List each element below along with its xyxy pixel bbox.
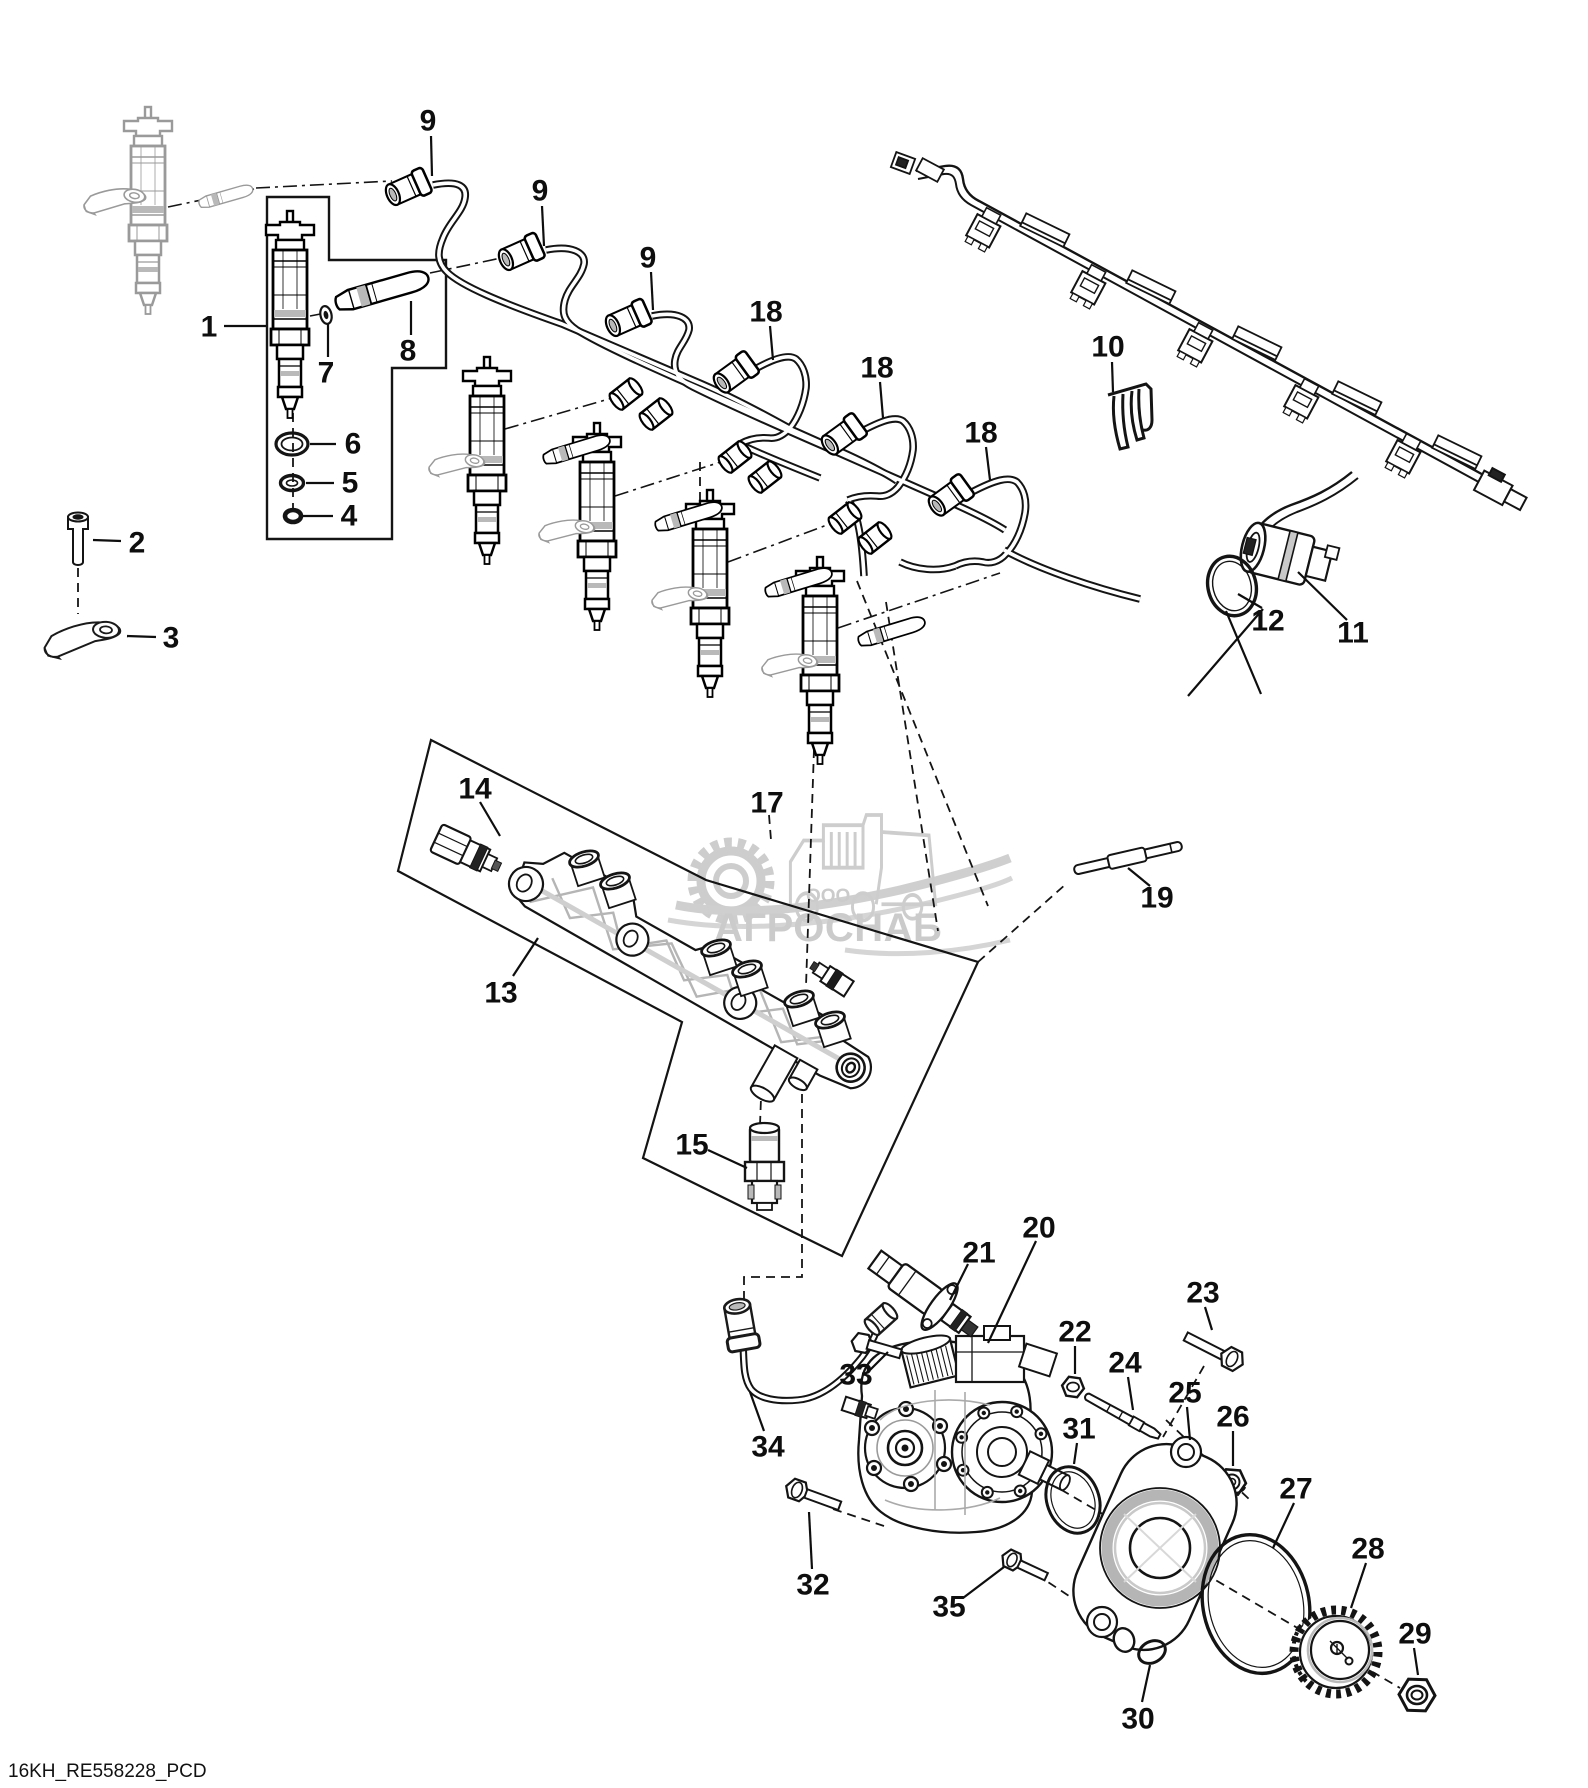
svg-text:1: 1 <box>201 311 218 344</box>
svg-text:17: 17 <box>750 787 783 820</box>
svg-text:12: 12 <box>1251 605 1284 638</box>
svg-text:25: 25 <box>1168 1377 1201 1410</box>
svg-text:33: 33 <box>839 1359 872 1392</box>
svg-text:30: 30 <box>1121 1703 1154 1736</box>
svg-text:9: 9 <box>640 242 657 275</box>
svg-text:28: 28 <box>1351 1533 1384 1566</box>
svg-text:АГРОСНАБ: АГРОСНАБ <box>714 906 942 950</box>
svg-text:32: 32 <box>796 1569 829 1602</box>
svg-text:15: 15 <box>675 1129 708 1162</box>
svg-text:18: 18 <box>749 296 782 329</box>
svg-text:21: 21 <box>962 1237 995 1270</box>
svg-text:5: 5 <box>342 467 359 500</box>
svg-text:OOO: OOO <box>806 886 850 907</box>
svg-text:6: 6 <box>345 428 362 461</box>
svg-text:10: 10 <box>1091 331 1124 364</box>
svg-text:24: 24 <box>1108 1347 1142 1380</box>
svg-text:2: 2 <box>129 527 146 560</box>
svg-text:7: 7 <box>318 357 335 390</box>
svg-text:27: 27 <box>1279 1473 1312 1506</box>
svg-text:23: 23 <box>1186 1277 1219 1310</box>
svg-text:35: 35 <box>932 1591 965 1624</box>
svg-text:20: 20 <box>1022 1212 1055 1245</box>
svg-text:4: 4 <box>341 500 358 533</box>
svg-text:19: 19 <box>1140 882 1173 915</box>
svg-text:18: 18 <box>964 417 997 450</box>
svg-text:34: 34 <box>751 1431 785 1464</box>
svg-text:11: 11 <box>1337 617 1369 650</box>
svg-text:18: 18 <box>860 352 893 385</box>
svg-text:31: 31 <box>1062 1413 1095 1446</box>
svg-text:29: 29 <box>1398 1618 1431 1651</box>
svg-text:13: 13 <box>484 977 517 1010</box>
svg-text:9: 9 <box>532 175 549 208</box>
svg-text:14: 14 <box>458 773 492 806</box>
svg-text:9: 9 <box>420 105 437 138</box>
svg-text:3: 3 <box>163 622 180 655</box>
svg-text:26: 26 <box>1216 1401 1249 1434</box>
svg-text:8: 8 <box>400 335 417 368</box>
svg-text:16KH_RE558228_PCD: 16KH_RE558228_PCD <box>8 1761 207 1782</box>
svg-text:22: 22 <box>1058 1316 1091 1349</box>
